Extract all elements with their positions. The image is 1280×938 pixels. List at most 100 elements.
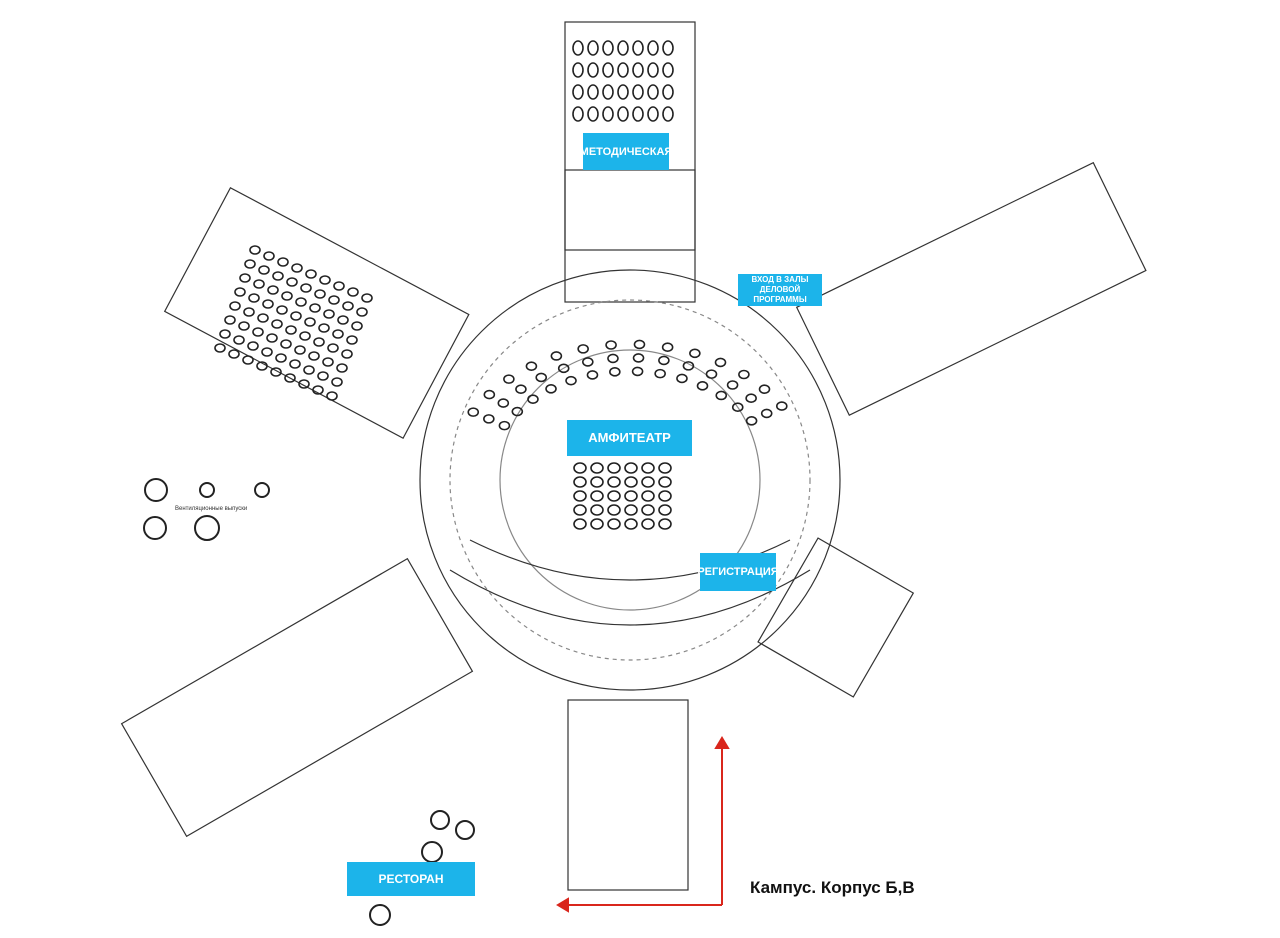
seat	[361, 293, 373, 303]
seat	[632, 62, 644, 78]
seat	[291, 263, 303, 273]
seat	[632, 106, 644, 122]
seat	[641, 462, 655, 474]
seat	[332, 329, 344, 339]
seat	[272, 271, 284, 281]
seat	[590, 518, 604, 530]
seat	[731, 402, 744, 413]
seat	[229, 301, 241, 311]
north-wing	[564, 21, 696, 303]
seat	[242, 355, 254, 365]
seat	[607, 490, 621, 502]
seat	[573, 504, 587, 516]
seat	[573, 462, 587, 474]
seat	[662, 106, 674, 122]
seat	[624, 518, 638, 530]
seat	[322, 357, 334, 367]
seat	[336, 363, 348, 373]
seat	[624, 504, 638, 516]
seat	[607, 462, 621, 474]
seat	[705, 369, 718, 379]
seat	[624, 476, 638, 488]
southwest-wing	[120, 557, 474, 838]
seat	[658, 476, 672, 488]
vent-outlet	[144, 478, 168, 502]
seating	[214, 40, 788, 530]
seat	[641, 518, 655, 530]
seat	[550, 351, 563, 361]
seat	[294, 345, 306, 355]
seat	[525, 361, 538, 371]
seat	[617, 106, 629, 122]
seat	[257, 313, 269, 323]
south-wing	[567, 699, 689, 891]
seat	[483, 414, 495, 424]
seat	[607, 353, 619, 364]
seat	[305, 269, 317, 279]
seat	[253, 279, 265, 289]
seat	[527, 394, 539, 404]
seat	[270, 367, 282, 377]
seat	[582, 357, 594, 367]
vent-outlet	[199, 482, 215, 498]
seat	[266, 333, 278, 343]
seat	[641, 490, 655, 502]
seat	[535, 372, 548, 383]
seat	[267, 285, 279, 295]
seat	[244, 259, 256, 269]
seat	[605, 340, 617, 350]
seat	[602, 84, 614, 100]
zone-label-entrance: ВХОД В ЗАЛЫ ДЕЛОВОЙ ПРОГРАММЫ	[738, 274, 822, 306]
seat	[314, 289, 326, 299]
seat	[347, 287, 359, 297]
seat	[252, 327, 264, 337]
seat	[617, 62, 629, 78]
seat	[632, 84, 644, 100]
seat	[658, 518, 672, 530]
seat	[214, 343, 226, 353]
seat	[299, 331, 311, 341]
seat	[277, 257, 289, 267]
seat	[228, 349, 240, 359]
seat	[572, 62, 584, 78]
seat	[317, 371, 329, 381]
seat	[758, 384, 771, 394]
seat	[573, 490, 587, 502]
northwest-wing	[163, 186, 470, 439]
seat	[233, 335, 245, 345]
seat	[775, 401, 788, 411]
seat	[258, 265, 270, 275]
seat	[662, 84, 674, 100]
seat	[641, 504, 655, 516]
seat	[247, 341, 259, 351]
seat	[498, 420, 511, 431]
seat	[263, 251, 275, 261]
seat	[647, 106, 659, 122]
seat	[607, 518, 621, 530]
seat	[303, 365, 315, 375]
seat	[295, 297, 307, 307]
seat	[318, 323, 330, 333]
seat	[497, 398, 510, 408]
seat	[590, 504, 604, 516]
seat	[602, 40, 614, 56]
seat	[219, 329, 231, 339]
vent-outlet	[421, 841, 443, 863]
seat	[647, 40, 659, 56]
seat	[617, 84, 629, 100]
seat	[661, 342, 674, 353]
vent-outlet	[455, 820, 475, 840]
seat	[224, 315, 236, 325]
seat	[658, 355, 670, 366]
seat	[333, 281, 345, 291]
seat	[298, 379, 310, 389]
seat	[545, 383, 557, 394]
ventilation-outlets	[143, 478, 475, 926]
seat	[356, 307, 368, 317]
southeast-wing	[757, 537, 915, 698]
seat	[271, 319, 283, 329]
seat	[586, 370, 599, 380]
seat	[607, 476, 621, 488]
zone-label-restaurant: РЕСТОРАН	[347, 862, 475, 896]
seat	[738, 369, 750, 380]
